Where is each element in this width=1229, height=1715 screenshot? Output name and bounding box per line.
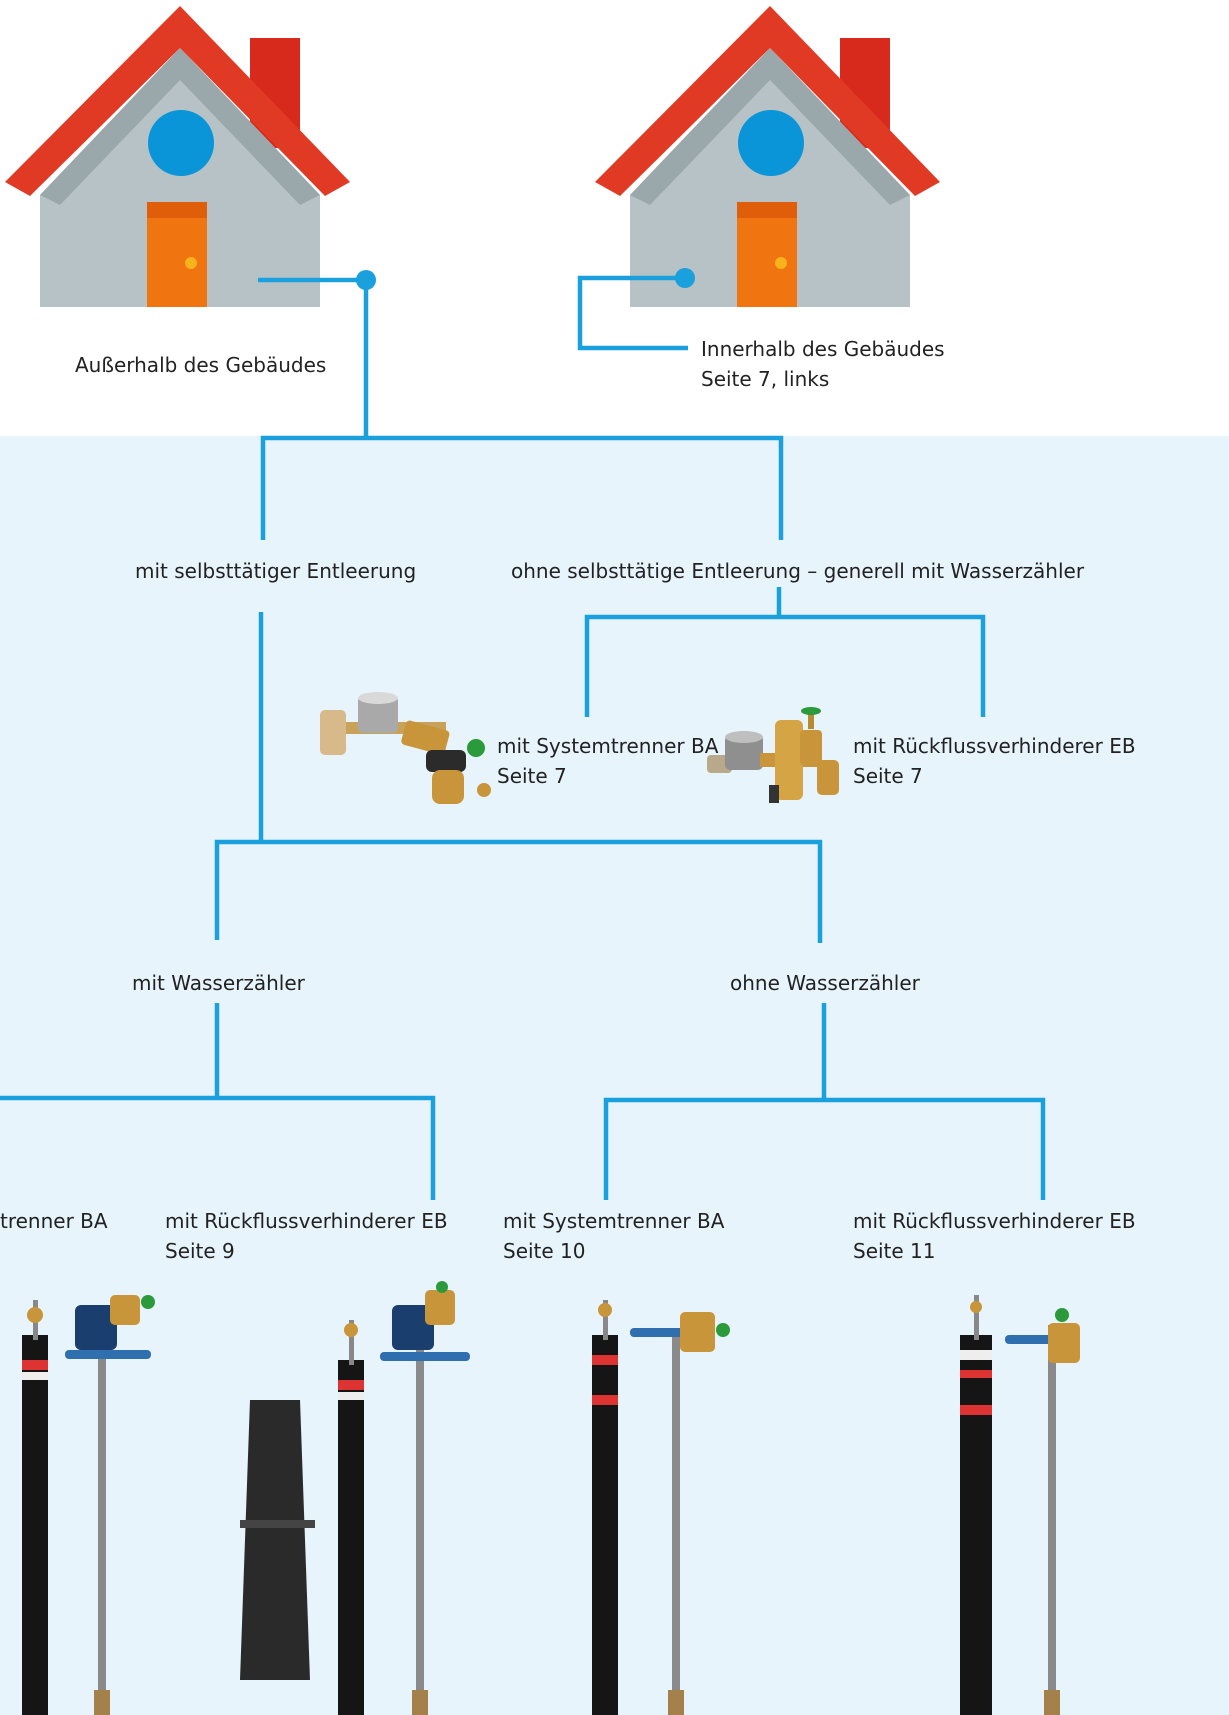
standpipe-with-meter-ba-image — [22, 1295, 155, 1715]
label-upper-ba: mit Systemtrenner BA — [497, 734, 719, 758]
house-outside-icon — [5, 6, 350, 307]
standpipe-without-meter-eb-image — [960, 1295, 1080, 1715]
house-inside-icon — [595, 6, 940, 307]
label-lower-without-meter-eb-ref: Seite 11 — [853, 1239, 936, 1263]
label-lower-without-meter-ba-ref: Seite 10 — [503, 1239, 586, 1263]
label-with-meter: mit Wasserzähler — [132, 971, 305, 995]
label-no-auto-drain: ohne selbsttätige Entleerung – generell … — [511, 559, 1085, 583]
label-outside-building: Außerhalb des Gebäudes — [75, 353, 327, 377]
label-lower-without-meter-ba: mit Systemtrenner BA — [503, 1209, 725, 1233]
label-lower-with-meter-ba: trenner BA — [0, 1209, 108, 1233]
label-auto-drain: mit selbsttätiger Entleerung — [135, 559, 417, 583]
label-upper-ba-ref: Seite 7 — [497, 764, 567, 788]
label-without-meter: ohne Wasserzähler — [730, 971, 920, 995]
label-lower-without-meter-eb: mit Rückflussverhinderer EB — [853, 1209, 1136, 1233]
label-lower-with-meter-eb-ref: Seite 9 — [165, 1239, 235, 1263]
valve-meter-eb-image — [707, 707, 839, 803]
standpipe-without-meter-ba-image — [592, 1300, 730, 1715]
label-lower-with-meter-eb: mit Rückflussverhinderer EB — [165, 1209, 448, 1233]
label-inside-building: Innerhalb des Gebäudes — [701, 337, 945, 361]
valve-meter-ba-image — [320, 692, 491, 804]
label-inside-building-ref: Seite 7, links — [701, 367, 830, 391]
standpipe-with-meter-eb-image — [240, 1281, 470, 1715]
label-upper-eb: mit Rückflussverhinderer EB — [853, 734, 1136, 758]
label-upper-eb-ref: Seite 7 — [853, 764, 923, 788]
